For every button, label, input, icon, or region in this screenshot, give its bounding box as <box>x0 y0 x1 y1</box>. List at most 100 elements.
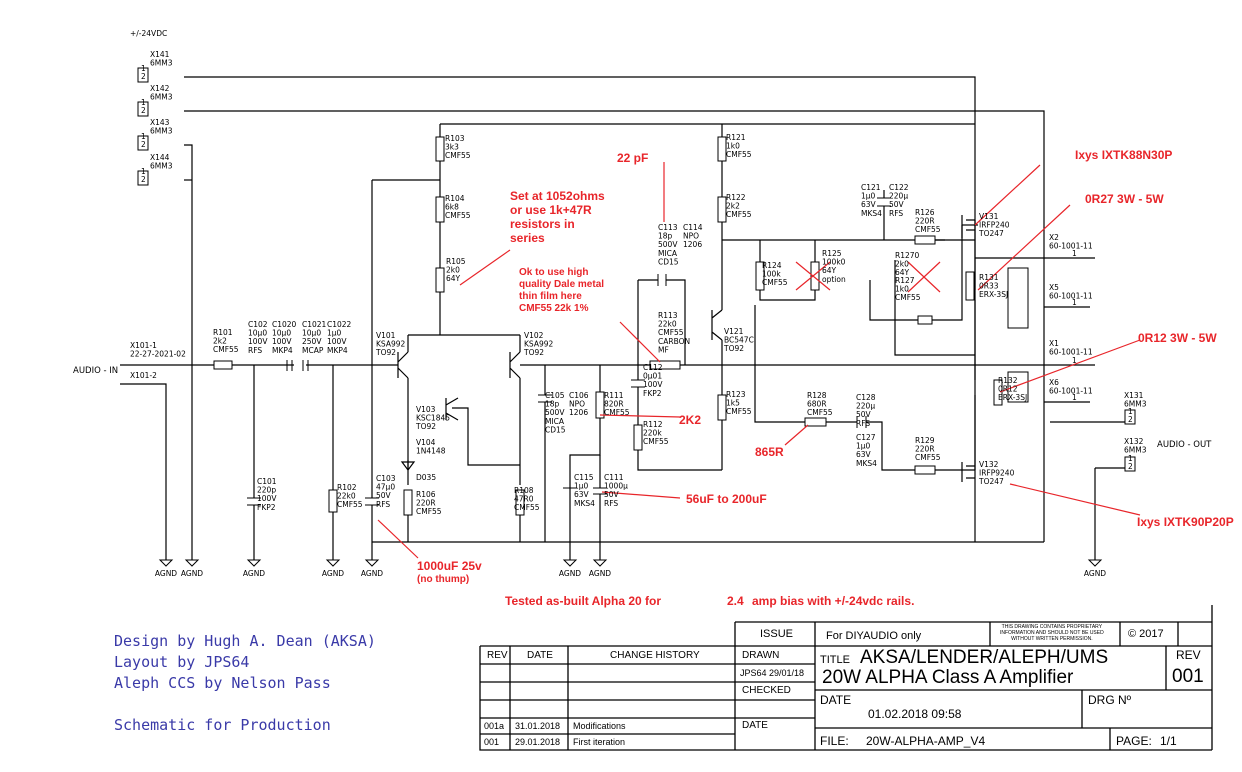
tb-hist-change-2: First iteration <box>573 737 626 747</box>
label-r106-line-0: R106 <box>416 490 436 499</box>
anno-1000uf: 1000uF 25v <box>417 559 482 573</box>
label-r104-line-1: 6k8 <box>445 203 459 212</box>
label-r124-line-2: CMF55 <box>762 278 788 287</box>
tb-page-value: 1/1 <box>1160 734 1177 748</box>
ground-symbols <box>158 559 1103 567</box>
label-c103-line-1: 47µ0 <box>376 483 395 492</box>
label-v104-line-0: V104 <box>416 438 436 447</box>
label-c128-line-0: C128 <box>856 393 876 402</box>
label-v131-line-1: IRFP240 <box>979 221 1010 230</box>
conn-x-pin-2: 1 <box>1072 356 1077 365</box>
tb-file-label: FILE: <box>820 734 849 748</box>
label-r129-line-0: R129 <box>915 436 935 445</box>
conn-type-6: 6MM3 <box>1124 400 1147 409</box>
tb-page-label: PAGE: <box>1116 734 1152 748</box>
anno-2k2: 2K2 <box>679 413 701 427</box>
tb-drawn: DRAWN <box>742 650 780 661</box>
tb-date2: DATE <box>742 720 768 731</box>
label-r108-line-2: CMF55 <box>514 503 540 512</box>
label-r125-line-3: option <box>822 275 846 284</box>
conn-x-pin-3: 1 <box>1072 393 1077 402</box>
label-c101-line-1: 220p <box>257 486 276 495</box>
label-r132-line-2: ERX-3SJ <box>998 393 1027 402</box>
label-v131-line-0: V131 <box>979 212 999 221</box>
label-v104-line-1: 1N4148 <box>416 447 446 456</box>
label-c113-line-3: MICA <box>658 249 678 258</box>
label-r105-line-1: 2k0 <box>446 266 460 275</box>
conn-type-8: 60-1001-11 <box>1049 242 1093 251</box>
label-c128-line-1: 220µ <box>856 402 875 411</box>
label-r102-line-1: 22k0 <box>337 492 356 501</box>
anno-ixys88: Ixys IXTK88N30P <box>1075 148 1172 162</box>
label-r129-line-1: 220R <box>915 445 935 454</box>
label-c115-line-0: C115 <box>574 473 594 482</box>
credit-design: Design by Hugh A. Dean (AKSA) <box>114 632 376 650</box>
conn-pin2-0: 2 <box>141 72 146 81</box>
tb-title-2: 20W ALPHA Class A Amplifier <box>822 667 1074 688</box>
label-r103-line-0: R103 <box>445 134 465 143</box>
conn-pin1-3: 1 <box>141 167 146 176</box>
label-c105-line-4: CD15 <box>545 425 566 434</box>
conn-ref-3: X144 <box>150 153 170 162</box>
label-c106-line-1: NPO <box>569 400 585 409</box>
label-c121-line-1: 1µ0 <box>861 192 876 201</box>
tb-proprietary: THIS DRAWING CONTAINS PROPRIETARY INFORM… <box>1000 624 1104 642</box>
tb-drawn-value: JPS64 29/01/18 <box>740 668 805 678</box>
label-c112-line-1: 0µ01 <box>643 372 662 381</box>
tb-title-prefix: TITLE <box>820 654 850 666</box>
label-c1020-line-1: 10µ0 <box>272 329 291 338</box>
anno-no-thump: (no thump) <box>417 574 469 585</box>
connector-bodies <box>137 67 1136 472</box>
tb-hist-rev-1: 001a <box>484 721 505 731</box>
label-r1270-line-1: 2k0 <box>895 260 909 269</box>
conn-ref-10: X1 <box>1049 339 1059 348</box>
label-d035-line-0: D035 <box>416 473 436 482</box>
label-c113-line-4: CD15 <box>658 257 679 266</box>
component-labels: R1012k2CMF55C10210µ0100VRFSC102010µ0100V… <box>73 29 1212 578</box>
label-c103-line-0: C103 <box>376 474 396 483</box>
tb-history-header: CHANGE HISTORY <box>610 650 700 661</box>
conn-type-4: 22-27-2021-02 <box>130 350 186 359</box>
label-r106-line-1: 220R <box>416 499 436 508</box>
label-r131-line-1: 0R33 <box>979 282 999 291</box>
label-c105-line-2: 500V <box>545 408 565 417</box>
label-c102-line-2: 100V <box>248 337 268 346</box>
conn-ref-5: X101-2 <box>130 371 157 380</box>
conn-pin1-1: 1 <box>141 98 146 107</box>
anno-tested-c: amp bias with +/-24vdc rails. <box>752 594 914 608</box>
conn-pin2-3: 2 <box>141 175 146 184</box>
label-c1021-line-2: 250V <box>302 337 322 346</box>
label-c1022-line-1: 1µ0 <box>327 329 342 338</box>
label-r125-line-0: R125 <box>822 249 842 258</box>
conn-out-pin2-1: 2 <box>1128 462 1133 471</box>
conn-ref-1: X142 <box>150 84 170 93</box>
anno-ok-dale-line-2: thin film here <box>519 291 582 302</box>
label-r113-line-2: CMF55 <box>658 328 684 337</box>
label-c121-line-0: C121 <box>861 183 881 192</box>
label-c128-line-2: 50V <box>856 410 872 419</box>
label-c113-line-0: C113 <box>658 223 678 232</box>
agnd-label-7: AGND <box>1084 569 1106 578</box>
anno-ok-dale-line-0: Ok to use high <box>519 267 588 278</box>
label-r123-line-1: 1k5 <box>726 399 740 408</box>
tb-date-header: DATE <box>527 650 553 661</box>
tb-hist-change-1: Modifications <box>573 721 626 731</box>
label-r125-line-1: 100k0 <box>822 258 846 267</box>
tb-hist-date-2: 29.01.2018 <box>515 737 561 747</box>
label-r126-line-0: R126 <box>915 208 935 217</box>
agnd-label-1: AGND <box>181 569 203 578</box>
label-v103-line-1: KSC1845 <box>416 414 450 423</box>
annotation-lines <box>377 162 1141 559</box>
label-r121-line-2: CMF55 <box>726 150 752 159</box>
label-r122-line-1: 2k2 <box>726 202 740 211</box>
label-c115-line-3: MKS4 <box>574 499 595 508</box>
label-r129-line-2: CMF55 <box>915 453 941 462</box>
label-c121-line-3: MKS4 <box>861 209 882 218</box>
label-r131-line-2: ERX-3SJ <box>979 290 1008 299</box>
anno-ok-dale-line-3: CMF55 22k 1% <box>519 303 589 314</box>
conn-type-11: 60-1001-11 <box>1049 387 1093 396</box>
label-c103-line-2: 50V <box>376 491 392 500</box>
label-v102-line-0: V102 <box>524 331 544 340</box>
agnd-label-4: AGND <box>361 569 383 578</box>
